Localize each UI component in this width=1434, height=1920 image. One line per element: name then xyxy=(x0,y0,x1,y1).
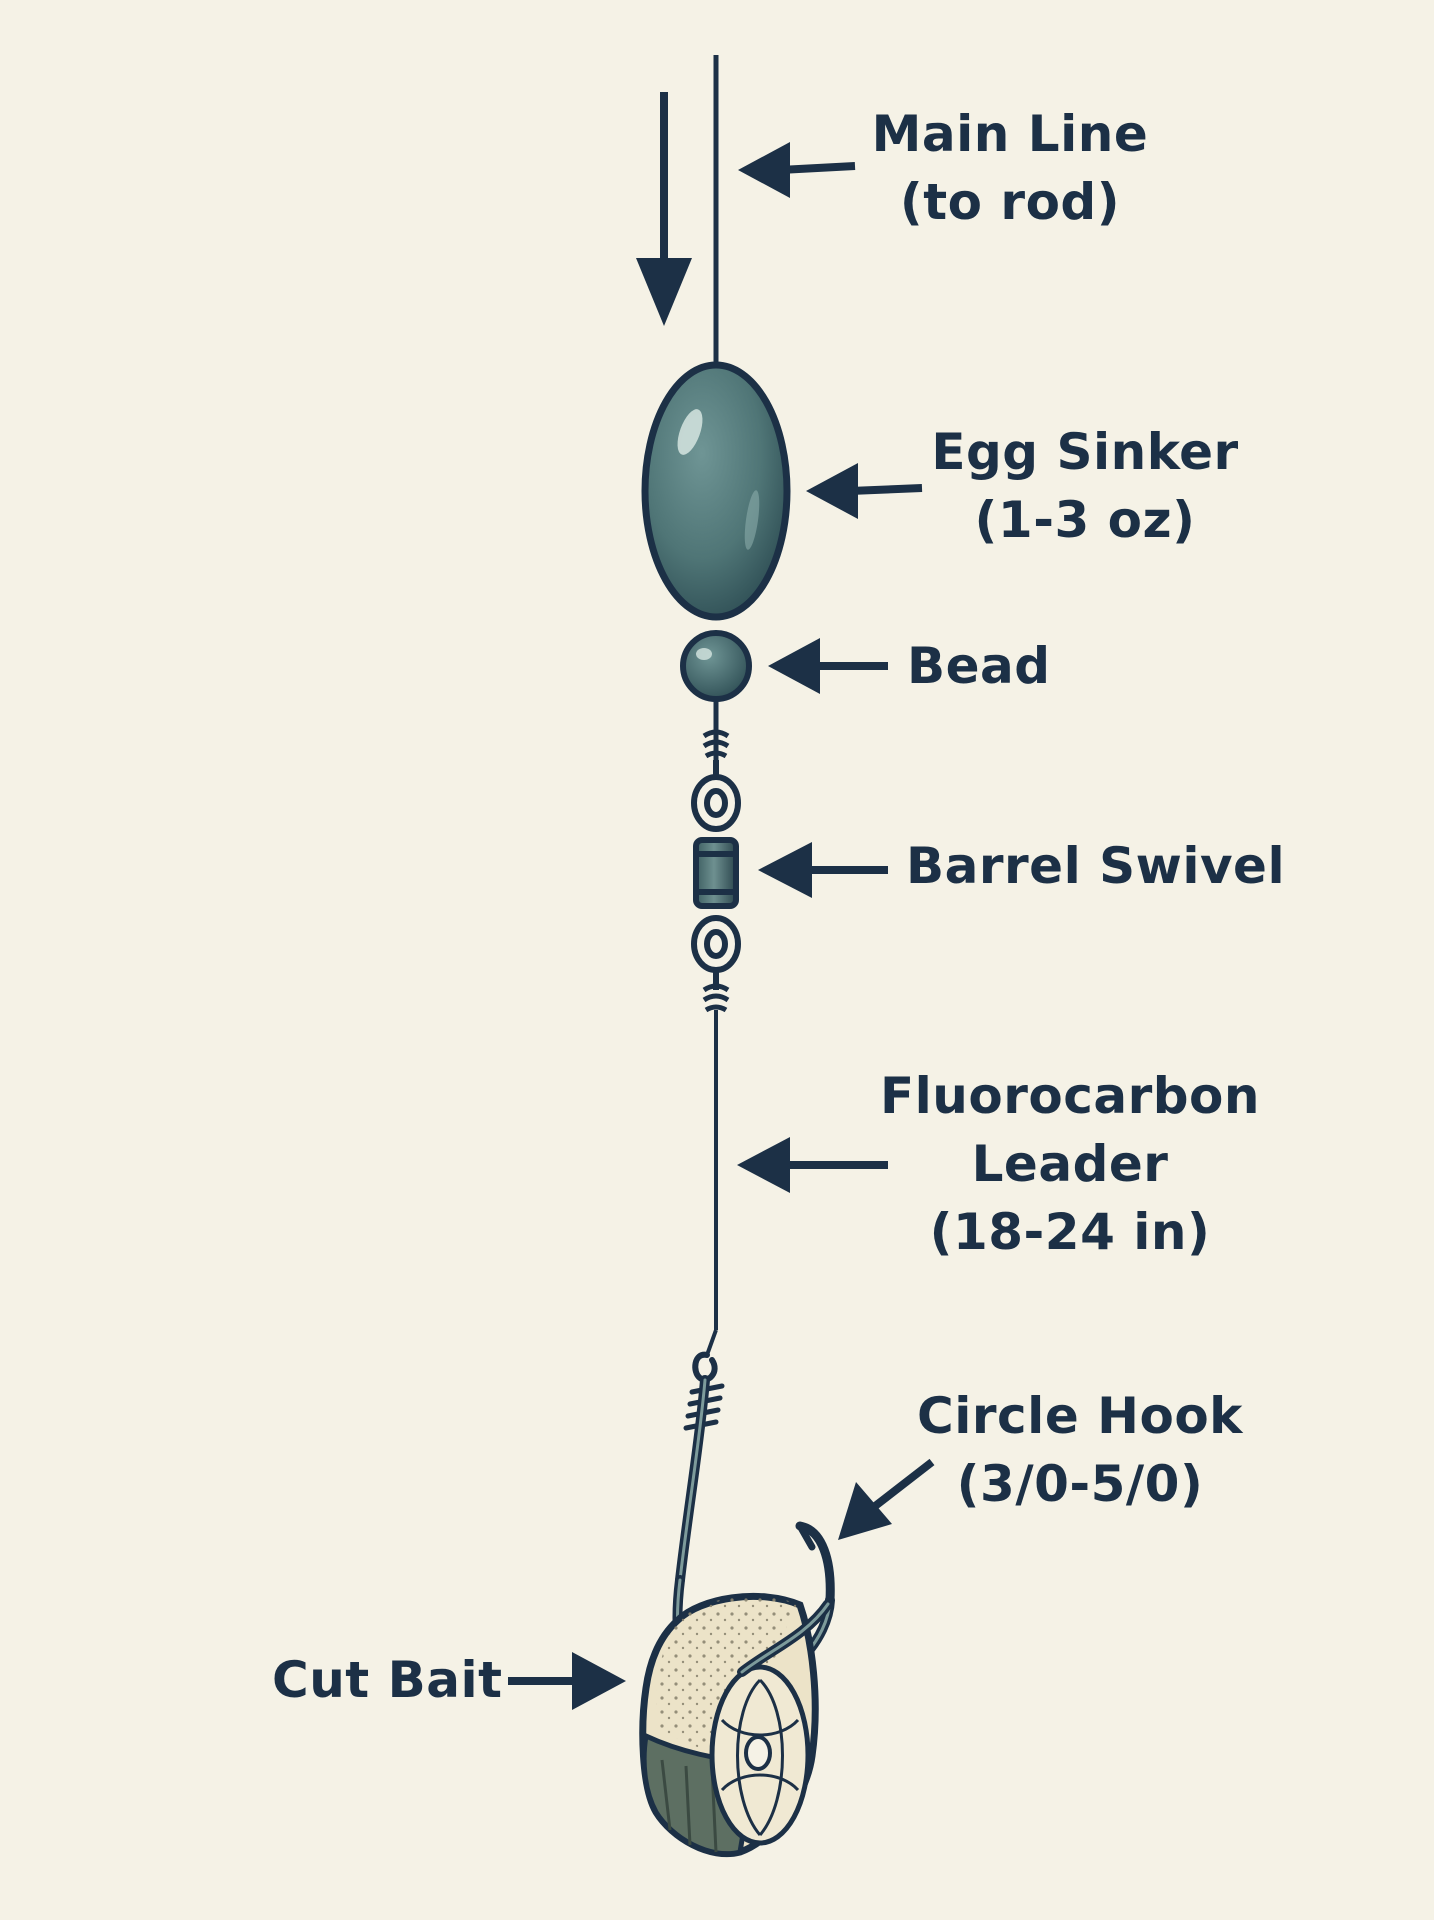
lower-knot xyxy=(702,983,730,1013)
egg-sinker-title: Egg Sinker xyxy=(931,423,1239,481)
barrel-swivel-arrow-icon xyxy=(758,842,888,898)
main-line-arrow-icon xyxy=(738,142,856,198)
circle-hook-note: (3/0-5/0) xyxy=(956,1455,1204,1513)
leader-title: Fluorocarbon xyxy=(879,1067,1261,1125)
down-arrow-icon xyxy=(636,92,692,326)
cut-bait-arrow-icon xyxy=(508,1652,626,1710)
egg-sinker xyxy=(641,361,791,621)
main-line-title: Main Line xyxy=(871,105,1149,163)
egg-sinker-arrow-icon xyxy=(806,463,923,519)
pointer-arrows xyxy=(508,142,935,1710)
leader-subtitle: Leader xyxy=(971,1135,1169,1193)
bead-title: Bead xyxy=(907,637,1051,695)
circle-hook-arrow-icon xyxy=(838,1458,935,1540)
label-leader: Fluorocarbon Leader (18-24 in) xyxy=(875,1062,1265,1266)
bead xyxy=(680,630,752,702)
cut-bait-title: Cut Bait xyxy=(272,1651,503,1709)
label-bead: Bead xyxy=(907,632,1051,700)
main-line-note: (to rod) xyxy=(899,173,1121,231)
barrel-swivel xyxy=(691,760,741,990)
cut-bait xyxy=(639,1592,833,1858)
label-barrel-swivel: Barrel Swivel xyxy=(906,832,1285,900)
label-egg-sinker: Egg Sinker (1-3 oz) xyxy=(920,418,1250,554)
label-main-line: Main Line (to rod) xyxy=(860,100,1160,236)
leader-arrow-icon xyxy=(737,1137,888,1193)
barrel-swivel-title: Barrel Swivel xyxy=(906,837,1286,895)
label-cut-bait: Cut Bait xyxy=(272,1646,503,1714)
bead-arrow-icon xyxy=(768,638,888,694)
leader-note: (18-24 in) xyxy=(929,1203,1211,1261)
upper-knot xyxy=(702,729,730,759)
egg-sinker-note: (1-3 oz) xyxy=(974,491,1196,549)
circle-hook-title: Circle Hook xyxy=(917,1387,1243,1445)
label-circle-hook: Circle Hook (3/0-5/0) xyxy=(900,1382,1260,1518)
